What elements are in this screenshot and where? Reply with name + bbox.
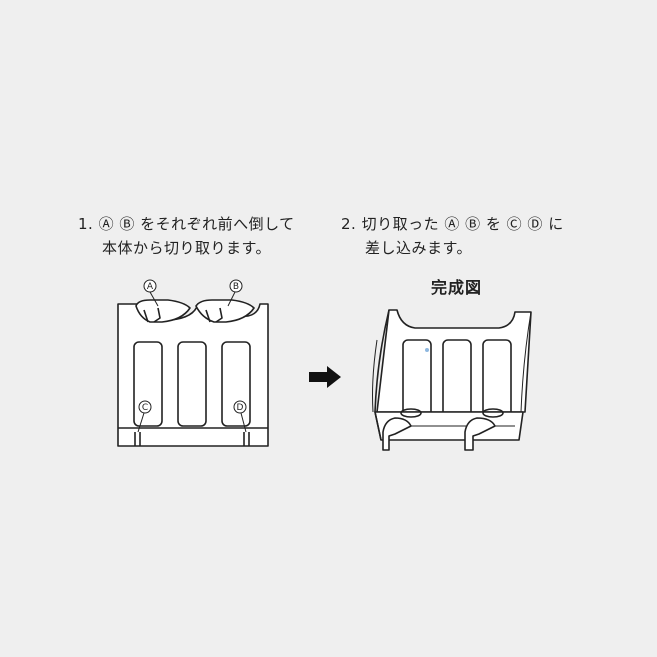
stand-completed-diagram (372, 309, 532, 451)
inserted-tab-left (382, 417, 412, 451)
tab-b-slot (205, 307, 223, 323)
label-b: B (233, 282, 239, 292)
right-side-curve (520, 311, 532, 413)
inserted-tab-right (464, 417, 496, 451)
base-oval-left (400, 408, 422, 418)
label-c: C (142, 403, 148, 413)
label-a: A (147, 282, 154, 292)
step-1-number: 1. (78, 215, 94, 233)
step-1-instruction: 1. Ⓐ Ⓑ をそれぞれ前へ倒して 本体から切り取ります。 (78, 212, 295, 260)
left-side-inner (372, 339, 378, 413)
step-1-text-line-2: 本体から切り取ります。 (102, 239, 272, 257)
window-right (221, 341, 251, 427)
complete-diagram-title: 完成図 (431, 278, 483, 297)
back-panel (376, 309, 532, 413)
tab-a-slot (143, 307, 161, 323)
tab-a-shape (135, 299, 191, 323)
label-d: D (237, 403, 244, 413)
base-oval-right (482, 408, 504, 418)
right-arrow-icon (309, 366, 341, 388)
step-2-instruction: 2. 切り取った Ⓐ Ⓑ を Ⓒ Ⓓ に 差し込みます。 (341, 212, 564, 260)
step-1-text-line-1: Ⓐ Ⓑ をそれぞれ前へ倒して (98, 215, 295, 233)
step-2-text-line-1: 切り取った Ⓐ Ⓑ を Ⓒ Ⓓ に (361, 215, 564, 233)
left-side-curve (374, 309, 390, 413)
window-left (133, 341, 163, 427)
step-2-text-line-2: 差し込みます。 (365, 239, 473, 257)
step-2-number: 2. (341, 215, 357, 233)
window-center (177, 341, 207, 427)
accent-dot (425, 348, 429, 352)
stand-before-cut-diagram: A B C D (117, 279, 269, 447)
